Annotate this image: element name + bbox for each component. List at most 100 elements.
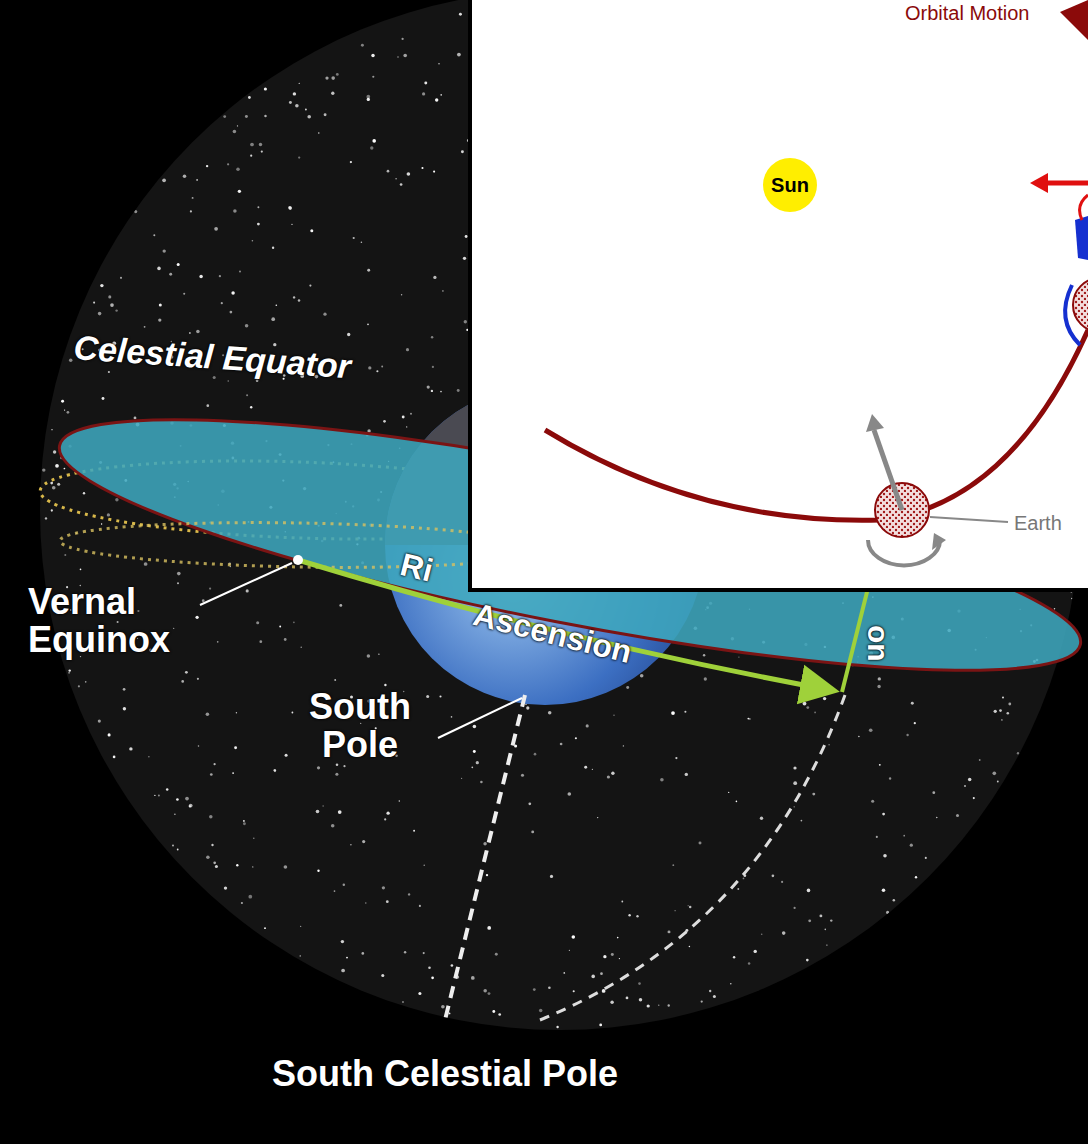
star-dot — [198, 745, 200, 747]
pole-label: South Pole — [290, 688, 430, 764]
star-dot — [806, 959, 809, 962]
star-dot — [367, 429, 370, 432]
star-dot — [424, 865, 425, 866]
star-dot — [599, 1024, 602, 1027]
pole-label: South Celestial Pole — [255, 1055, 635, 1093]
star-dot — [428, 967, 431, 970]
star-dot — [876, 836, 878, 838]
star-dot — [134, 416, 137, 419]
star-dot — [548, 986, 551, 989]
star-dot — [858, 736, 859, 737]
star-dot — [236, 712, 237, 713]
star-dot — [828, 744, 830, 746]
star-dot — [110, 303, 114, 307]
star-dot — [782, 931, 786, 935]
star-dot — [292, 712, 294, 714]
star-dot — [213, 376, 216, 379]
star-dot — [341, 969, 345, 973]
star-dot — [459, 13, 462, 16]
star-dot — [738, 656, 739, 657]
star-dot — [591, 975, 595, 979]
star-dot — [915, 876, 917, 878]
star-dot — [610, 1001, 613, 1004]
star-dot — [93, 302, 95, 304]
star-dot — [903, 835, 905, 837]
star-dot — [592, 769, 593, 770]
star-dot — [603, 955, 606, 958]
star-dot — [812, 793, 815, 796]
star-dot — [221, 302, 223, 304]
star-dot — [451, 964, 454, 967]
star-dot — [317, 766, 320, 769]
star-dot — [426, 695, 429, 698]
star-dot — [619, 958, 620, 959]
star-dot — [195, 616, 198, 619]
star-dot — [893, 899, 896, 902]
star-dot — [101, 523, 102, 524]
star-dot — [440, 94, 442, 96]
star-dot — [367, 654, 371, 658]
star-dot — [243, 820, 245, 822]
star-dot — [401, 294, 402, 295]
star-dot — [793, 781, 797, 785]
star-dot — [301, 647, 302, 648]
star-dot — [343, 765, 345, 767]
star-dot — [464, 320, 467, 323]
star-dot — [761, 933, 763, 935]
star-dot — [169, 273, 172, 276]
star-dot — [442, 290, 444, 292]
star-dot — [685, 773, 688, 776]
red-curve — [1080, 195, 1088, 220]
star-dot — [548, 711, 552, 715]
star-dot — [476, 761, 479, 764]
orbit-arrowhead — [1060, 0, 1088, 40]
star-dot — [626, 997, 629, 1000]
star-dot — [284, 865, 288, 869]
star-dot — [387, 170, 390, 173]
star-dot — [177, 572, 181, 576]
star-dot — [964, 785, 966, 787]
star-dot — [252, 240, 254, 242]
star-dot — [336, 73, 339, 76]
star-dot — [968, 778, 972, 782]
spin-arrow — [868, 540, 940, 565]
star-dot — [153, 234, 155, 236]
star-dot — [68, 672, 70, 674]
star-dot — [115, 309, 117, 311]
star-dot — [781, 881, 783, 883]
star-dot — [879, 764, 881, 766]
star-dot — [699, 842, 702, 845]
star-dot — [528, 802, 531, 805]
star-dot — [441, 1005, 445, 1009]
star-dot — [335, 773, 338, 776]
star-dot — [825, 929, 827, 931]
red-arrowhead — [1030, 173, 1048, 193]
star-dot — [325, 76, 328, 79]
star-dot — [636, 915, 638, 917]
star-dot — [206, 713, 210, 717]
star-dot — [264, 115, 266, 117]
star-dot — [372, 139, 376, 143]
star-dot — [366, 95, 370, 99]
star-dot — [384, 818, 386, 820]
star-dot — [173, 628, 174, 629]
star-dot — [353, 237, 355, 239]
star-dot — [275, 304, 277, 306]
star-dot — [120, 277, 122, 279]
star-dot — [487, 926, 491, 930]
star-dot — [331, 824, 335, 828]
star-dot — [239, 270, 241, 272]
star-dot — [228, 380, 229, 381]
star-dot — [259, 640, 262, 643]
star-dot — [305, 109, 307, 111]
star-dot — [521, 774, 524, 777]
spin-arrowhead — [932, 533, 946, 550]
star-dot — [1007, 712, 1010, 715]
star-dot — [210, 773, 213, 776]
star-dot — [209, 815, 213, 819]
star-dot — [309, 285, 311, 287]
star-dot — [689, 906, 692, 909]
star-dot — [211, 844, 213, 846]
star-dot — [378, 654, 379, 655]
star-dot — [346, 957, 348, 959]
